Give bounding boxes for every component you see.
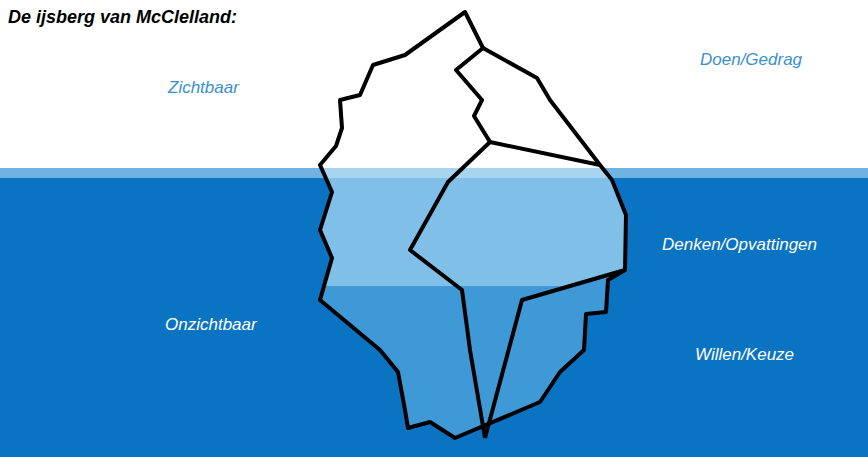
level-label: Willen/Keuze [695,344,794,366]
level-label: Doen/Gedrag [700,49,802,71]
diagram-title: De ijsberg van McClelland: [8,6,237,28]
level-label: Denken/Opvattingen [662,234,817,256]
level-label: Zichtbaar [168,77,239,99]
iceberg-contour [320,12,626,438]
iceberg-crack [410,142,490,438]
iceberg-right-deep [485,270,640,438]
iceberg-upper-part [300,178,640,286]
iceberg-crack [456,48,600,165]
iceberg-outline [320,12,626,438]
iceberg-crack [485,270,625,438]
water [0,178,868,457]
iceberg-waterline [300,168,640,178]
level-label: Onzichtbaar [165,314,257,336]
water-surface [0,168,868,178]
